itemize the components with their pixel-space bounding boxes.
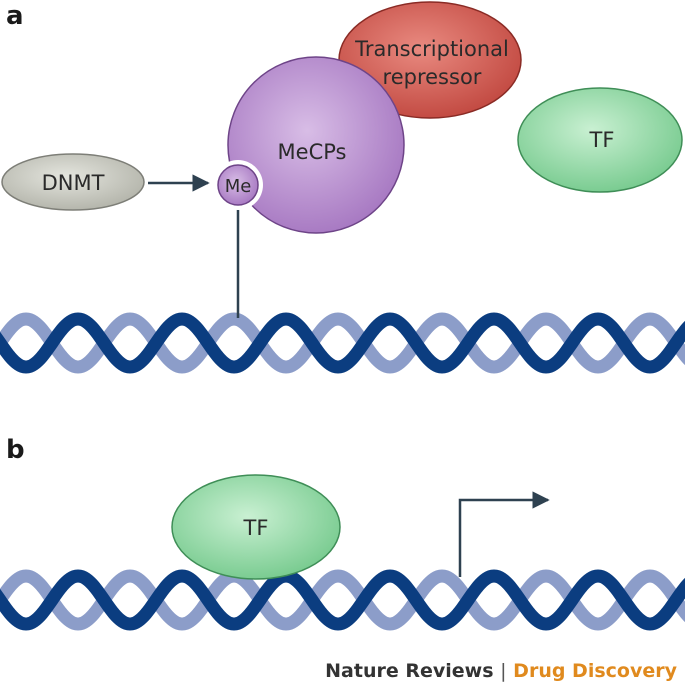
credit-separator: | (500, 660, 507, 682)
tf-shape-b (171, 474, 341, 580)
journal-credit: Nature Reviews | Drug Discovery (325, 660, 677, 682)
transcription-start-arrow (458, 491, 550, 577)
methyl-group-shape (217, 164, 259, 206)
dna-double-helix-b (0, 569, 685, 631)
panel-a-letter: a (6, 1, 24, 31)
dna-strand-dark (0, 312, 685, 374)
dnmt-shape (1, 153, 145, 211)
tf-label-b: TF (243, 516, 269, 540)
dna-strand-dark (0, 569, 685, 631)
dna-double-helix-a (0, 312, 685, 374)
tf-shape-a (517, 87, 683, 193)
credit-journal: Nature Reviews (325, 660, 494, 682)
repressor-label-line1: Transcriptional (354, 37, 509, 61)
mecps-shape (227, 56, 405, 234)
credit-section: Drug Discovery (513, 660, 677, 682)
panel-b-letter: b (6, 435, 25, 465)
methyl-label: Me (225, 176, 252, 197)
mecps-label: MeCPs (278, 140, 347, 164)
dnmt-label: DNMT (42, 171, 105, 195)
tf-label-a: TF (589, 128, 615, 152)
repressor-label-line2: repressor (383, 65, 482, 89)
